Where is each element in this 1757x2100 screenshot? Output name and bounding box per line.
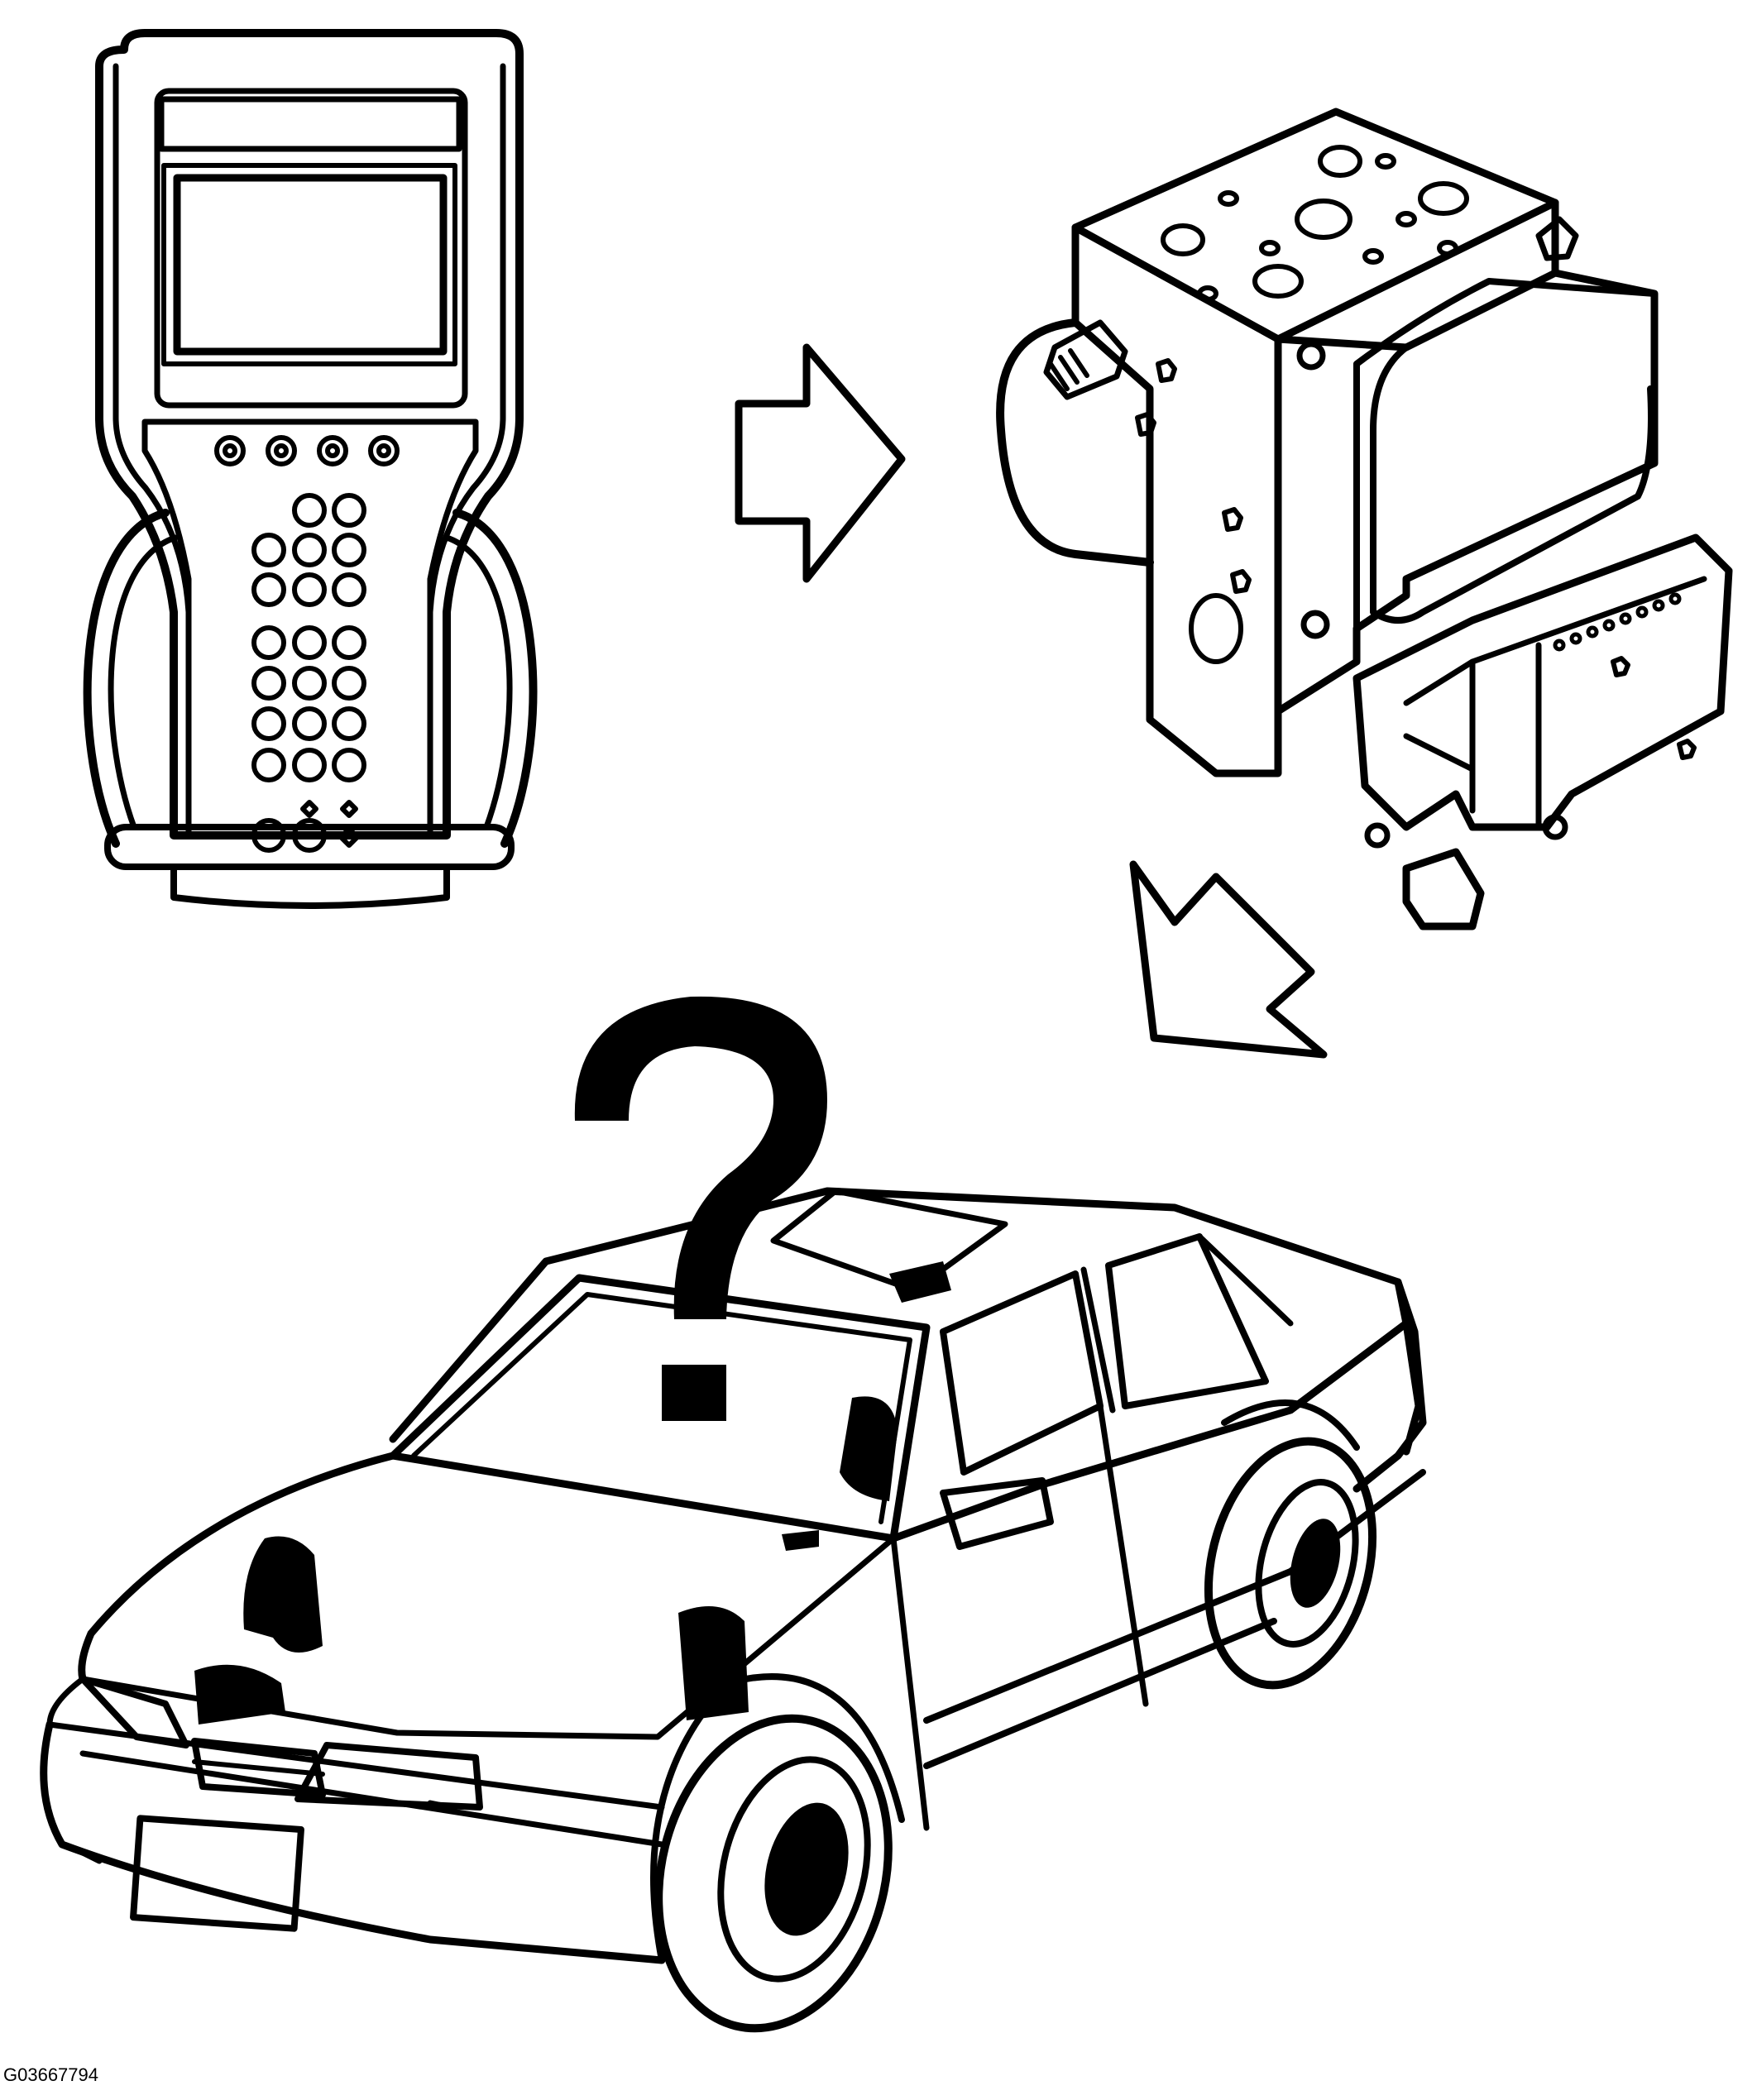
scan-tool-body-inner — [113, 63, 192, 839]
ecu-cover — [1274, 269, 1659, 715]
rocker-panel — [923, 1469, 1426, 1769]
arrow-down-left-icon — [1129, 860, 1328, 1059]
grille-inner — [192, 1759, 325, 1777]
sunroof — [770, 1188, 1008, 1294]
door-line — [890, 1403, 1149, 1831]
bolt-top-right — [1535, 216, 1579, 261]
ecu-cover-inner — [1353, 278, 1658, 632]
left-strap — [83, 509, 170, 848]
car-side — [889, 1319, 1423, 1543]
question-mark-icon — [574, 996, 827, 1421]
front-side-window — [940, 1270, 1104, 1476]
shading-blobs — [194, 1261, 951, 1724]
fog-light — [79, 1800, 454, 1864]
trunk — [1352, 1278, 1427, 1493]
rear-wheel — [1204, 1437, 1377, 1690]
question-dot — [662, 1365, 726, 1421]
scan-tool-screen — [173, 174, 448, 356]
arrow-right-icon — [735, 343, 906, 583]
face-details — [1135, 358, 1697, 760]
scan-tool-head-top — [158, 96, 462, 152]
question-curve — [574, 996, 827, 1319]
right-strap — [452, 509, 538, 848]
bottom-connector — [1402, 848, 1485, 930]
connector-pins — [1553, 592, 1682, 652]
headlight-left — [79, 1676, 189, 1748]
abs-block-left — [1071, 223, 1282, 777]
figure-id-label: G03667794 — [3, 2064, 98, 2085]
right-strap-inner — [443, 534, 513, 830]
left-strap-inner — [108, 534, 179, 830]
side-mirror — [940, 1477, 1054, 1550]
scan-tool-screen-frame — [161, 163, 457, 366]
connector-block — [1352, 533, 1733, 831]
strap-bar — [104, 824, 515, 870]
front-bumper — [40, 1720, 666, 1964]
keypad-keys — [251, 493, 366, 853]
function-buttons — [214, 435, 400, 466]
connector-block-inner — [1403, 576, 1707, 830]
handheld-scan-tool-icon — [83, 29, 538, 909]
rear-wheel-arch — [1221, 1399, 1360, 1451]
motor-stud-thread — [1048, 348, 1089, 391]
license-plate — [130, 1815, 304, 1932]
grille — [191, 1738, 326, 1798]
scan-tool-body-inner-right — [427, 63, 506, 839]
keypad-panel — [141, 419, 479, 839]
mounting-bolts — [1296, 341, 1568, 849]
motor-stud — [1043, 319, 1128, 400]
windshield — [389, 1274, 931, 1543]
port-holes — [1161, 145, 1469, 302]
front-fascia — [46, 1676, 665, 1848]
scan-tool-body — [95, 29, 524, 840]
car-hood — [78, 1452, 397, 1683]
sedan-vehicle-icon — [40, 1187, 1427, 2033]
abs-hydraulic-modulator-icon — [996, 108, 1733, 930]
front-wheel — [654, 1714, 893, 2033]
ecu-cover-rounded — [1370, 344, 1654, 624]
rear-side-window — [1105, 1233, 1269, 1409]
pump-motor — [996, 318, 1154, 567]
scan-tool-base — [170, 863, 450, 909]
headlight-right — [294, 1742, 483, 1811]
window-pillar — [1080, 1233, 1294, 1414]
scan-tool-head — [154, 88, 468, 409]
